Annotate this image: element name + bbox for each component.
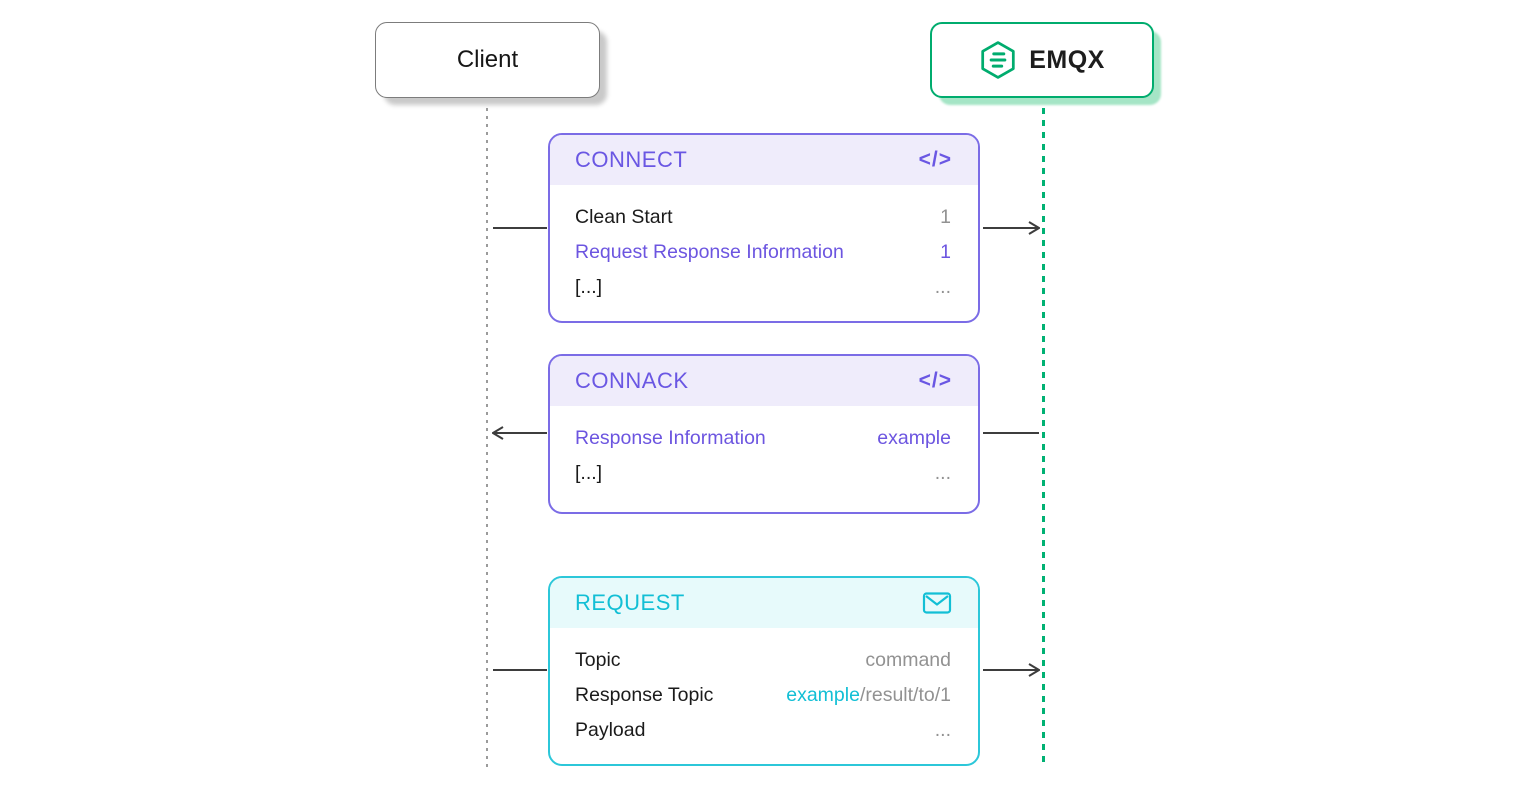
field-row: [...]... xyxy=(550,456,978,491)
field-value: 1 xyxy=(940,241,951,264)
message-title: CONNACK xyxy=(575,368,689,393)
field-value: ... xyxy=(935,462,951,485)
client-lifeline xyxy=(486,108,488,768)
field-label: Clean Start xyxy=(575,206,673,228)
field-label: Payload xyxy=(575,719,646,741)
field-value-part: /result/to/1 xyxy=(859,684,951,706)
field-row: Topic command xyxy=(550,643,978,678)
code-icon: </> xyxy=(918,148,952,171)
mail-icon xyxy=(922,590,952,616)
field-value: ... xyxy=(935,719,951,742)
field-label: [...] xyxy=(575,276,603,298)
field-value: 1 xyxy=(940,206,951,229)
field-value-part: example xyxy=(877,427,951,449)
client-actor-box: Client xyxy=(375,22,600,98)
field-label: Topic xyxy=(575,649,621,671)
emqx-actor-box: EMQX xyxy=(930,22,1154,98)
field-row: Response Information example xyxy=(550,421,978,456)
message-body: Response Information example [...]... xyxy=(550,406,978,491)
field-row: Payload... xyxy=(550,713,978,748)
field-value-part: 1 xyxy=(940,241,951,263)
emqx-hexagon-icon xyxy=(979,41,1017,79)
field-row: Request Response Information 1 xyxy=(550,235,978,270)
line-from-emqx xyxy=(982,425,1040,441)
arrow-to-emqx xyxy=(982,662,1040,678)
message-box-connack: CONNACK </> Response Information example [..… xyxy=(548,354,980,514)
emqx-label: EMQX xyxy=(1029,45,1105,74)
arrow-to-client xyxy=(492,425,548,441)
field-value-part: ... xyxy=(934,462,951,484)
field-label: Response Topic xyxy=(575,684,714,706)
message-title: REQUEST xyxy=(575,590,685,615)
message-header: REQUEST xyxy=(550,578,978,628)
field-value: ... xyxy=(935,276,951,299)
field-row: Response Topic example/result/to/1 xyxy=(550,678,978,713)
message-header: CONNACK </> xyxy=(550,356,978,406)
arrow-to-emqx xyxy=(982,220,1040,236)
field-value-part: ... xyxy=(934,719,951,741)
field-value-part: example xyxy=(786,684,860,706)
field-label: [...] xyxy=(575,462,603,484)
message-header: CONNECT </> xyxy=(550,135,978,185)
field-value-part: ... xyxy=(934,276,951,298)
client-label: Client xyxy=(456,46,519,73)
field-value: command xyxy=(865,649,951,672)
field-label: Response Information xyxy=(575,427,766,449)
message-title: CONNECT xyxy=(575,147,688,172)
code-icon: </> xyxy=(918,369,952,392)
field-value: example xyxy=(877,427,951,450)
field-row: [...]... xyxy=(550,270,978,305)
field-value: example/result/to/1 xyxy=(786,684,951,707)
field-row: Clean Start 1 xyxy=(550,200,978,235)
line-from-client xyxy=(492,220,548,236)
field-value-part: command xyxy=(865,649,951,671)
emqx-lifeline xyxy=(1042,108,1045,768)
line-from-client xyxy=(492,662,548,678)
field-value-part: 1 xyxy=(940,206,951,228)
field-label: Request Response Information xyxy=(575,241,844,263)
